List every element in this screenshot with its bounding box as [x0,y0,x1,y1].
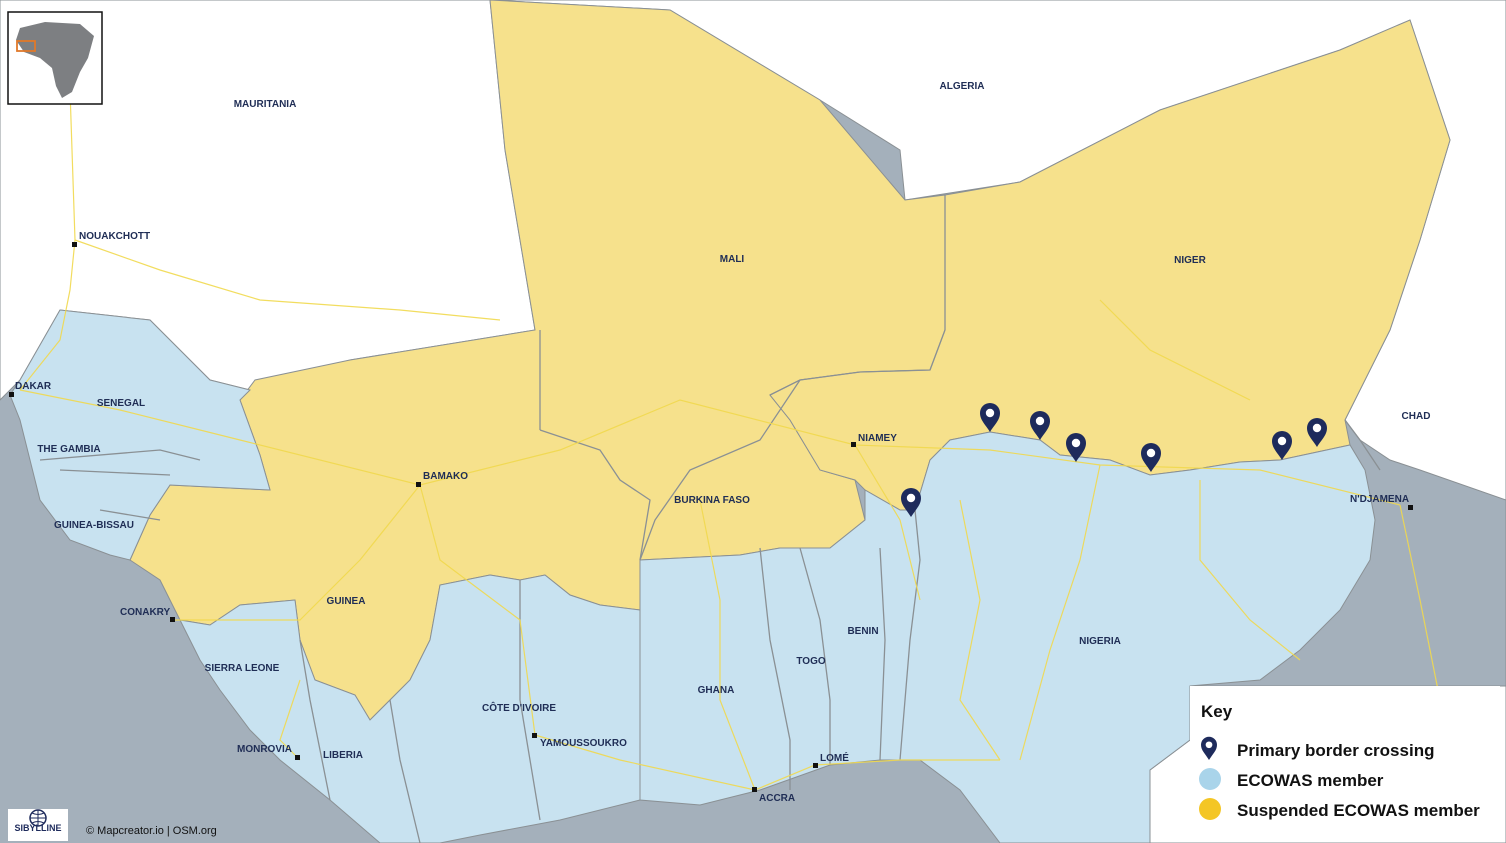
map-pin-icon[interactable] [1141,443,1161,472]
label-nouakchott: NOUAKCHOTT [79,231,150,242]
capital-marker [1408,505,1413,510]
africa-inset [7,11,103,105]
label-benin: BENIN [847,626,878,637]
border-crossings [901,403,1327,517]
circle-swatch-icon [1199,798,1221,820]
label-the-gambia: THE GAMBIA [37,444,100,455]
sibylline-logo: SIBYLLINE [8,809,68,841]
label-senegal: SENEGAL [97,398,145,409]
label-lome: LOMÉ [820,751,849,764]
key-item-suspended-member: Suspended ECOWAS member [1199,798,1480,820]
label-ghana: GHANA [698,685,735,696]
label-accra: ACCRA [759,793,795,804]
label-guinea-bissau: GUINEA-BISSAU [54,520,134,531]
region-member-southwest [179,574,641,843]
city-labels: NOUAKCHOTT DAKAR BAMAKO NIAMEY CONAKRY M… [9,231,1413,804]
key-item-label: ECOWAS member [1237,771,1384,790]
key-item-label: Suspended ECOWAS member [1237,801,1480,820]
label-sierra-leone: SIERRA LEONE [205,663,280,674]
capital-marker [851,442,856,447]
map-credit: © Mapcreator.io | OSM.org [86,825,217,837]
key-title: Key [1201,702,1233,721]
key-item-label: Primary border crossing [1237,741,1434,760]
capital-marker [416,482,421,487]
capital-marker [295,755,300,760]
key-item-border-crossing: Primary border crossing [1201,736,1434,760]
label-mauritania: MAURITANIA [234,99,297,110]
label-niamey: NIAMEY [858,433,897,444]
label-dakar: DAKAR [15,381,52,392]
country-borders [39,195,1381,843]
label-burkina-faso: BURKINA FASO [674,495,750,506]
label-cote-divoire: CÔTE D'IVOIRE [482,701,556,714]
key-item-ecowas-member: ECOWAS member [1199,768,1384,790]
label-bamako: BAMAKO [423,471,468,482]
capital-marker [813,763,818,768]
label-mali: MALI [720,254,745,265]
capital-marker [752,787,757,792]
capital-marker [170,617,175,622]
map-pin-icon[interactable] [980,403,1000,432]
circle-swatch-icon [1199,768,1221,790]
key-background [1190,686,1500,838]
map-key: Key Primary border crossing ECOWAS membe… [1190,686,1500,838]
map-pin-icon[interactable] [1066,433,1086,462]
label-togo: TOGO [796,656,825,667]
label-algeria: ALGERIA [940,81,985,92]
label-monrovia: MONROVIA [237,744,292,755]
label-yamoussoukro: YAMOUSSOUKRO [540,738,627,749]
capital-marker [72,242,77,247]
map-pin-icon[interactable] [1307,418,1327,447]
capital-marker [9,392,14,397]
map-pin-icon[interactable] [1030,411,1050,440]
map-pin-icon[interactable] [1272,431,1292,460]
country-labels: MAURITANIA ALGERIA MALI NIGER CHAD SENEG… [37,81,1430,761]
map-pin-icon[interactable] [901,488,921,517]
map-pin-icon [1201,736,1217,760]
label-niger: NIGER [1174,255,1206,266]
capital-marker [532,733,537,738]
label-guinea: GUINEA [327,596,366,607]
label-chad: CHAD [1402,411,1431,422]
label-conakry: CONAKRY [120,607,171,618]
logo-text: SIBYLLINE [14,823,61,833]
label-nigeria: NIGERIA [1079,636,1121,647]
region-member-senegal [9,309,271,561]
label-liberia: LIBERIA [323,750,363,761]
label-ndjamena: N'DJAMENA [1350,494,1409,505]
